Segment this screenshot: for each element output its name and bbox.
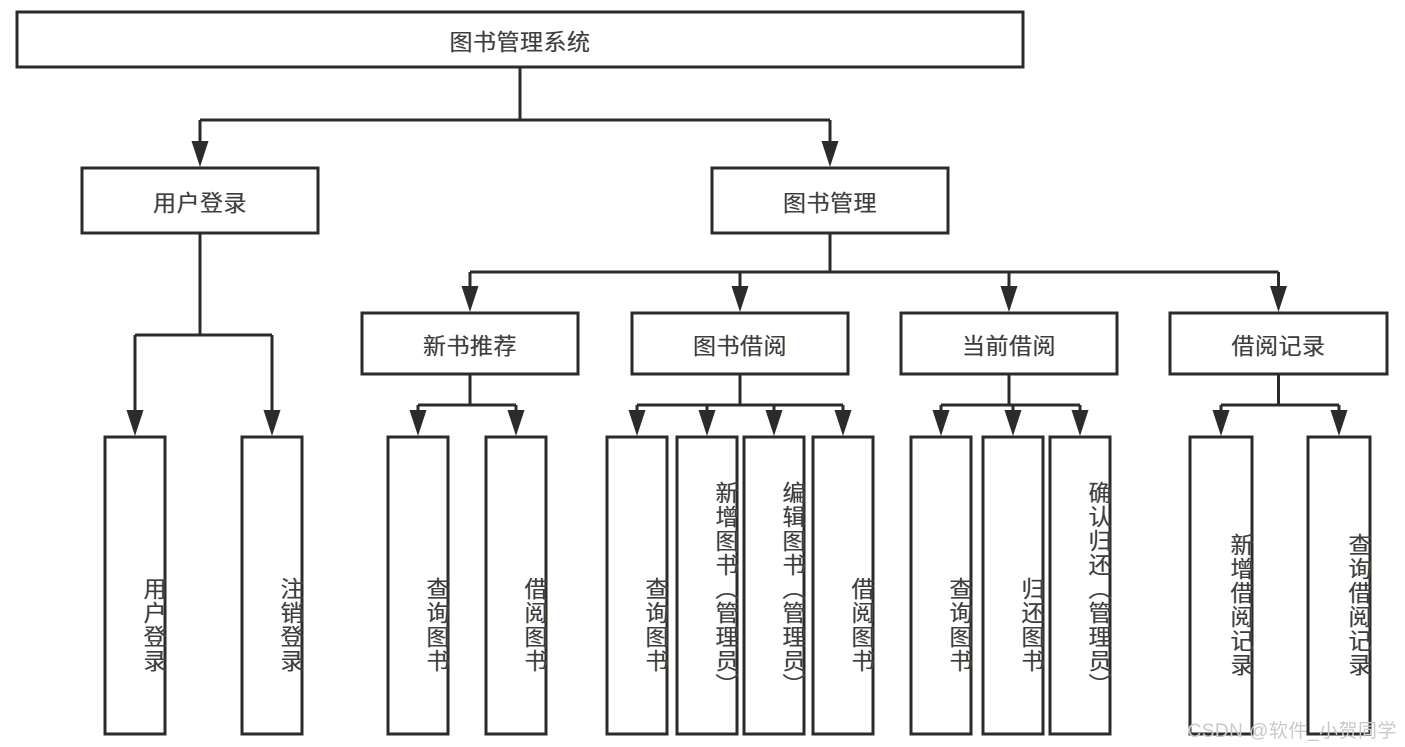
edge-group-root bbox=[191, 67, 839, 167]
arrowhead-icon bbox=[263, 410, 281, 436]
node-box-leaf-bk-add[interactable] bbox=[675, 435, 739, 736]
edge-group-newbook bbox=[409, 374, 525, 436]
node-box-borrow[interactable] bbox=[630, 311, 850, 376]
edge-group-records bbox=[1212, 374, 1348, 436]
node-box-leaf-nb-borrow[interactable] bbox=[484, 435, 548, 736]
node-box-bookmgmt[interactable] bbox=[710, 166, 950, 235]
node-box-leaf-user-login[interactable] bbox=[103, 435, 167, 736]
node-box-leaf-bk-borrow[interactable] bbox=[811, 435, 875, 736]
arrowhead-icon bbox=[1004, 410, 1022, 436]
edge-group-borrow bbox=[628, 374, 852, 436]
arrowhead-icon bbox=[834, 410, 852, 436]
node-box-leaf-bk-query[interactable] bbox=[605, 435, 669, 736]
arrowhead-icon bbox=[821, 141, 839, 167]
arrowhead-icon bbox=[698, 410, 716, 436]
arrowhead-icon bbox=[932, 410, 950, 436]
arrowhead-icon bbox=[628, 410, 646, 436]
node-box-leaf-cur-return[interactable] bbox=[981, 435, 1045, 736]
node-box-leaf-user-logout[interactable] bbox=[240, 435, 304, 736]
node-box-root[interactable] bbox=[15, 10, 1025, 69]
node-box-login[interactable] bbox=[80, 166, 320, 235]
edge-group-login bbox=[126, 233, 281, 436]
edge-group-bookmgmt bbox=[461, 233, 1287, 312]
arrowhead-icon bbox=[409, 410, 427, 436]
arrowhead-icon bbox=[731, 286, 749, 312]
node-box-leaf-cur-confirm[interactable] bbox=[1048, 435, 1112, 736]
arrowhead-icon bbox=[1000, 286, 1018, 312]
arrowhead-icon bbox=[1330, 410, 1348, 436]
arrowhead-icon bbox=[507, 410, 525, 436]
node-box-leaf-cur-query[interactable] bbox=[909, 435, 973, 736]
node-box-leaf-rec-add[interactable] bbox=[1188, 435, 1254, 736]
arrowhead-icon bbox=[1071, 410, 1089, 436]
arrowhead-icon bbox=[1270, 286, 1287, 312]
arrowhead-icon bbox=[191, 141, 209, 167]
arrowhead-icon bbox=[461, 286, 479, 312]
node-box-current[interactable] bbox=[899, 311, 1119, 376]
node-box-leaf-nb-query[interactable] bbox=[386, 435, 450, 736]
arrowhead-icon bbox=[126, 410, 144, 436]
node-box-records[interactable] bbox=[1168, 311, 1389, 376]
node-box-leaf-rec-query[interactable] bbox=[1306, 435, 1372, 736]
arrowhead-icon bbox=[1212, 410, 1230, 436]
node-box-leaf-bk-edit[interactable] bbox=[742, 435, 806, 736]
arrowhead-icon bbox=[765, 410, 783, 436]
edge-group-current bbox=[932, 374, 1089, 436]
node-box-newbook[interactable] bbox=[360, 311, 580, 376]
